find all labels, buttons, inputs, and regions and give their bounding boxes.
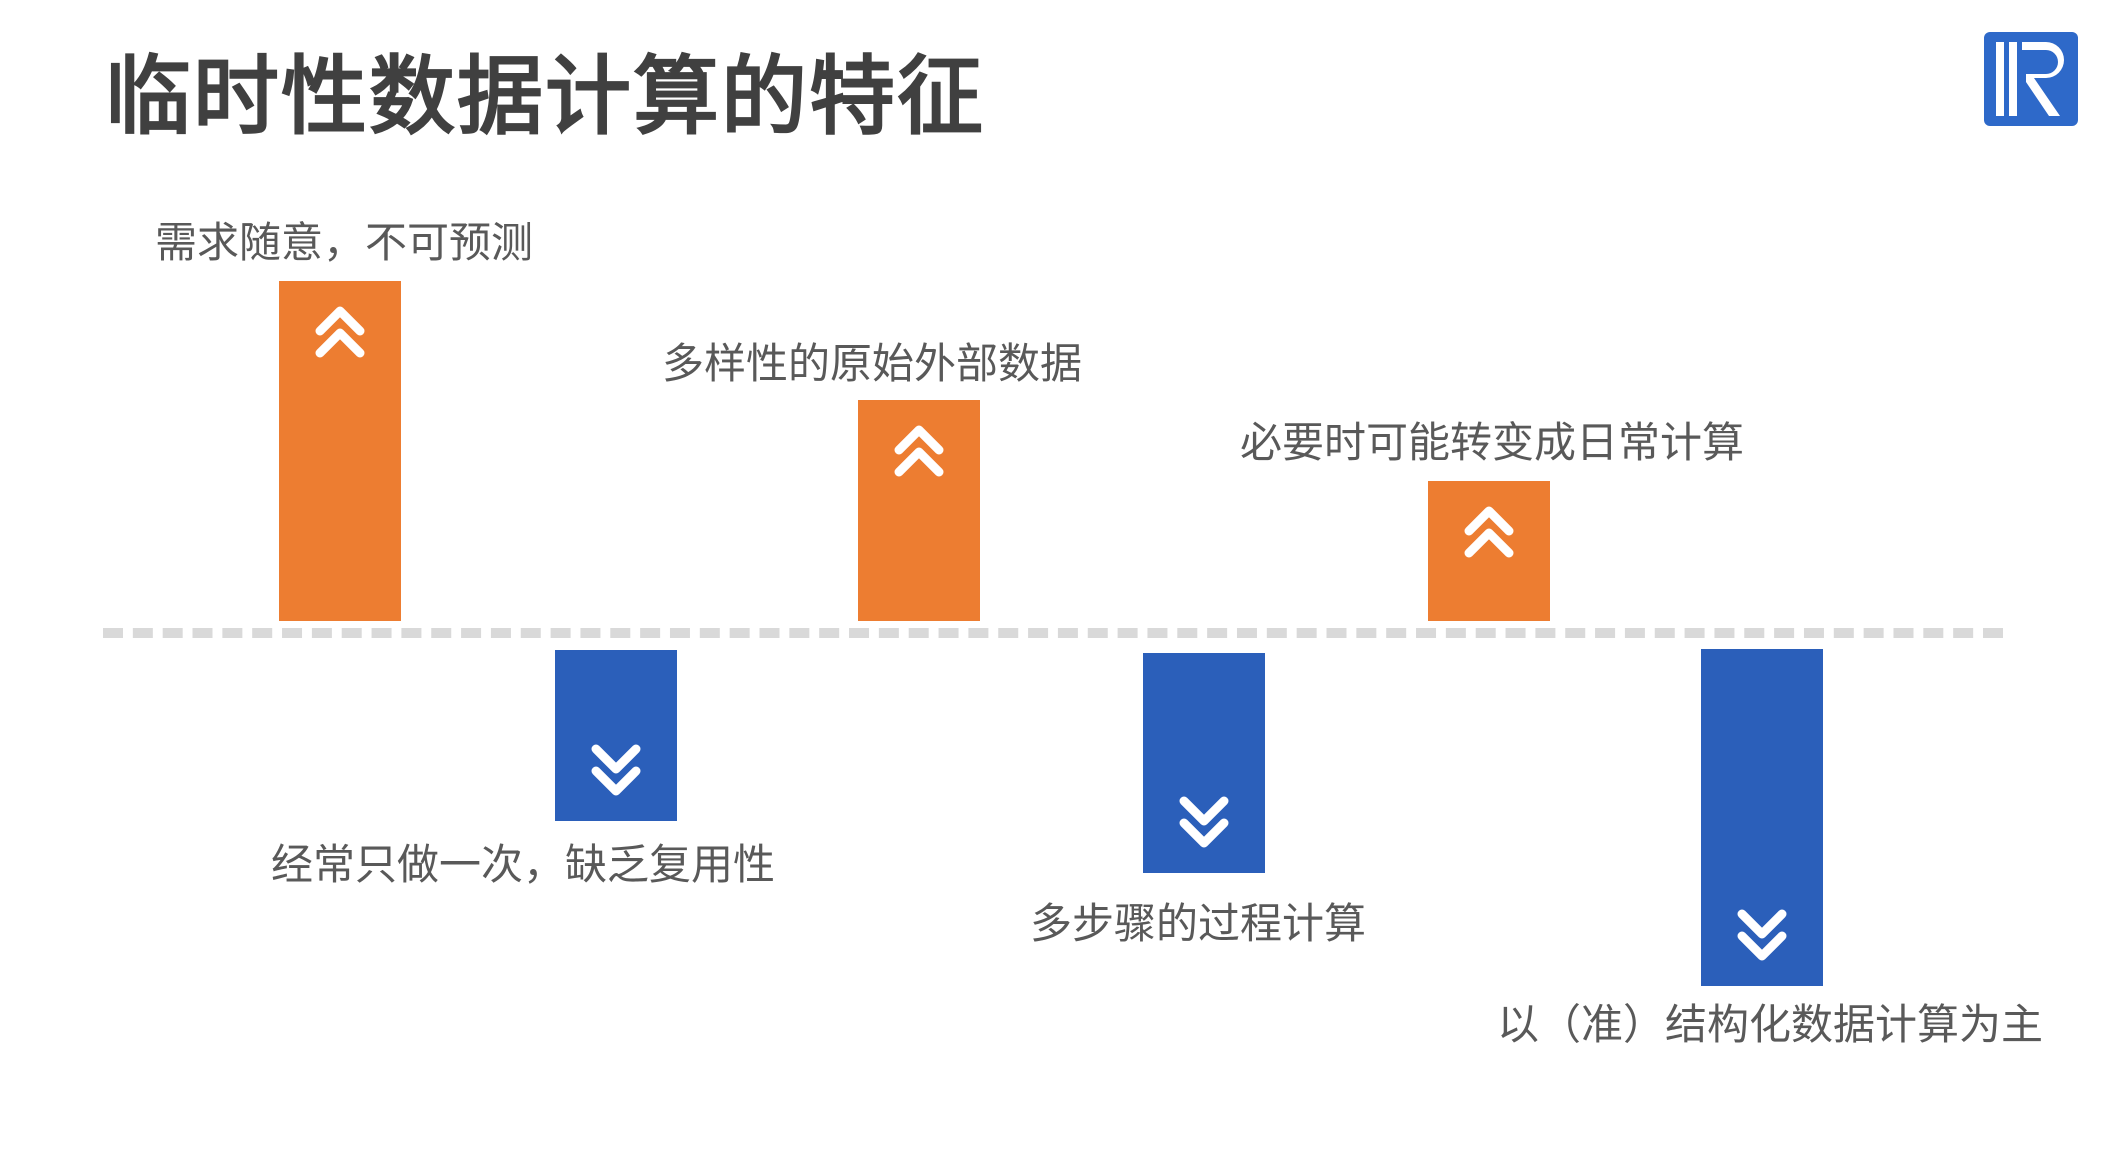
brand-r-logo-icon bbox=[1984, 32, 2078, 126]
double-chevron-down-icon bbox=[1737, 909, 1787, 961]
feature-label-one-time-use: 经常只做一次，缺乏复用性 bbox=[271, 840, 776, 889]
feature-bar-up bbox=[279, 281, 401, 621]
baseline-divider bbox=[103, 628, 2003, 638]
feature-bar-down bbox=[1143, 653, 1265, 873]
double-chevron-up-icon bbox=[315, 306, 365, 358]
double-chevron-down-icon bbox=[591, 744, 641, 796]
feature-label-becomes-routine: 必要时可能转变成日常计算 bbox=[1240, 418, 1745, 467]
brand-logo bbox=[1982, 30, 2080, 128]
feature-bar-up bbox=[858, 400, 980, 621]
feature-label-diverse-data: 多样性的原始外部数据 bbox=[662, 339, 1083, 388]
double-chevron-down-icon bbox=[1179, 796, 1229, 848]
double-chevron-up-icon bbox=[1464, 506, 1514, 558]
page-title: 临时性数据计算的特征 bbox=[105, 47, 985, 147]
feature-bar-down bbox=[555, 650, 677, 821]
feature-label-multi-step: 多步骤的过程计算 bbox=[1030, 899, 1367, 948]
double-chevron-up-icon bbox=[894, 425, 944, 477]
feature-label-structured-data: 以（准）结构化数据计算为主 bbox=[1497, 1000, 2044, 1049]
feature-label-unpredictable: 需求随意，不可预测 bbox=[155, 218, 534, 267]
feature-bar-down bbox=[1701, 649, 1823, 986]
feature-bar-up bbox=[1428, 481, 1550, 621]
